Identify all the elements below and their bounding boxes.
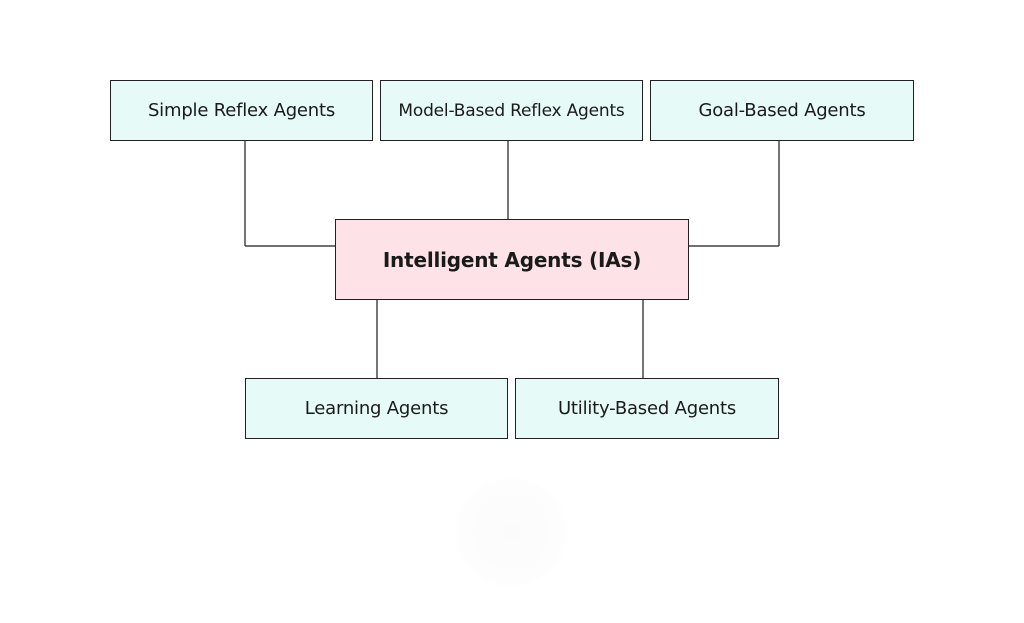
node-label: Goal-Based Agents xyxy=(698,100,866,121)
node-label: Learning Agents xyxy=(304,398,449,419)
central-node-label: Intelligent Agents (IAs) xyxy=(382,247,642,272)
node-learning-agents: Learning Agents xyxy=(245,378,508,439)
node-simple-reflex-agents: Simple Reflex Agents xyxy=(110,80,373,141)
node-label: Utility-Based Agents xyxy=(557,398,737,419)
node-label: Model-Based Reflex Agents xyxy=(398,100,625,121)
node-utility-based-agents: Utility-Based Agents xyxy=(515,378,779,439)
node-label: Simple Reflex Agents xyxy=(147,100,336,121)
node-intelligent-agents: Intelligent Agents (IAs) xyxy=(335,219,689,300)
faint-watermark xyxy=(455,478,567,586)
node-goal-based-agents: Goal-Based Agents xyxy=(650,80,914,141)
node-model-based-reflex-agents: Model-Based Reflex Agents xyxy=(380,80,643,141)
